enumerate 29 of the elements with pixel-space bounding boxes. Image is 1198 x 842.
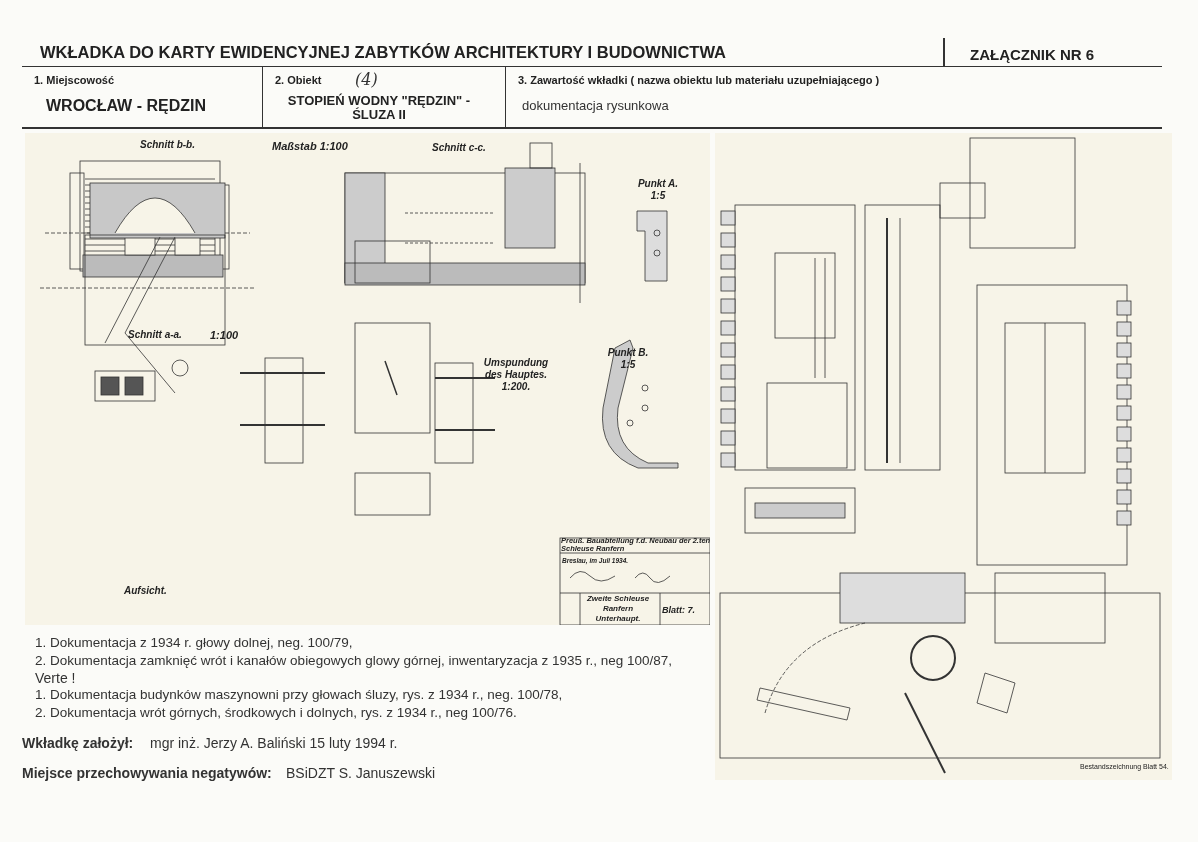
drawing-caption: Schnitt c-c. bbox=[432, 141, 486, 155]
title-block-text: Blatt: 7. bbox=[662, 604, 695, 617]
drawing-caption: Schnitt a-a. bbox=[128, 328, 182, 342]
field-value: STOPIEŃ WODNY "RĘDZIN" - ŚLUZA II bbox=[286, 94, 472, 122]
drawing-caption: Aufsicht. bbox=[124, 584, 167, 598]
list-item: 2. Dokumentacja zamknięć wrót i kanałów obiegowych glowy górnej, inwentaryzacja z 1935 r., neg 100/87, bbox=[35, 652, 673, 670]
field-value: BSiDZT S. Januszewski bbox=[286, 764, 436, 783]
field-label: 3. Zawartość wkładki ( nazwa obiektu lub materiału uzupełniającego ) bbox=[518, 73, 880, 88]
drawing-caption: Umspundung des Hauptes. 1:200. bbox=[482, 357, 550, 393]
drawing-caption: Schnitt b-b. bbox=[140, 138, 195, 152]
handwritten-number: (4) bbox=[355, 69, 378, 91]
list-item: 1. Dokumentacja budynków maszynowni przy głowach śluzy, rys. z 1934 r., neg. 100/78, bbox=[35, 686, 563, 704]
field-label: 2. Obiekt bbox=[275, 73, 322, 88]
scale-label: 1:100 bbox=[210, 328, 239, 343]
field-value: dokumentacja rysunkowa bbox=[522, 97, 669, 115]
field-value: WROCŁAW - RĘDZIN bbox=[46, 96, 206, 116]
field-label: 1. Miejscowość bbox=[34, 73, 115, 88]
appendix-number: ZAŁĄCZNIK NR 6 bbox=[970, 45, 1095, 65]
list-item: 1. Dokumentacja z 1934 r. głowy dolnej, neg. 100/79, bbox=[35, 634, 353, 652]
field-label: Miejsce przechowywania negatywów: bbox=[22, 764, 272, 783]
form-title: WKŁADKA DO KARTY EWIDENCYJNEJ ZABYTKÓW ARCHITEKTURY I BUDOWNICTWA bbox=[40, 42, 726, 63]
field-value: mgr inż. Jerzy A. Baliński 15 luty 1994 r. bbox=[150, 734, 398, 753]
list-item: 2. Dokumentacja wrót górnych, środkowych i dolnych, rys. z 1934 r., neg 100/76. bbox=[35, 704, 517, 722]
note-text: Verte ! bbox=[35, 669, 76, 688]
drawing-caption: Punkt B. 1:5 bbox=[606, 347, 650, 371]
title-block-text: Zweite Schleuse Ranfern Unterhaupt. bbox=[585, 594, 651, 624]
field-label: Wkładkę założył: bbox=[22, 734, 134, 753]
scale-label: Maßstab 1:100 bbox=[272, 139, 348, 154]
drawing-caption: Punkt A. 1:5 bbox=[636, 178, 680, 202]
